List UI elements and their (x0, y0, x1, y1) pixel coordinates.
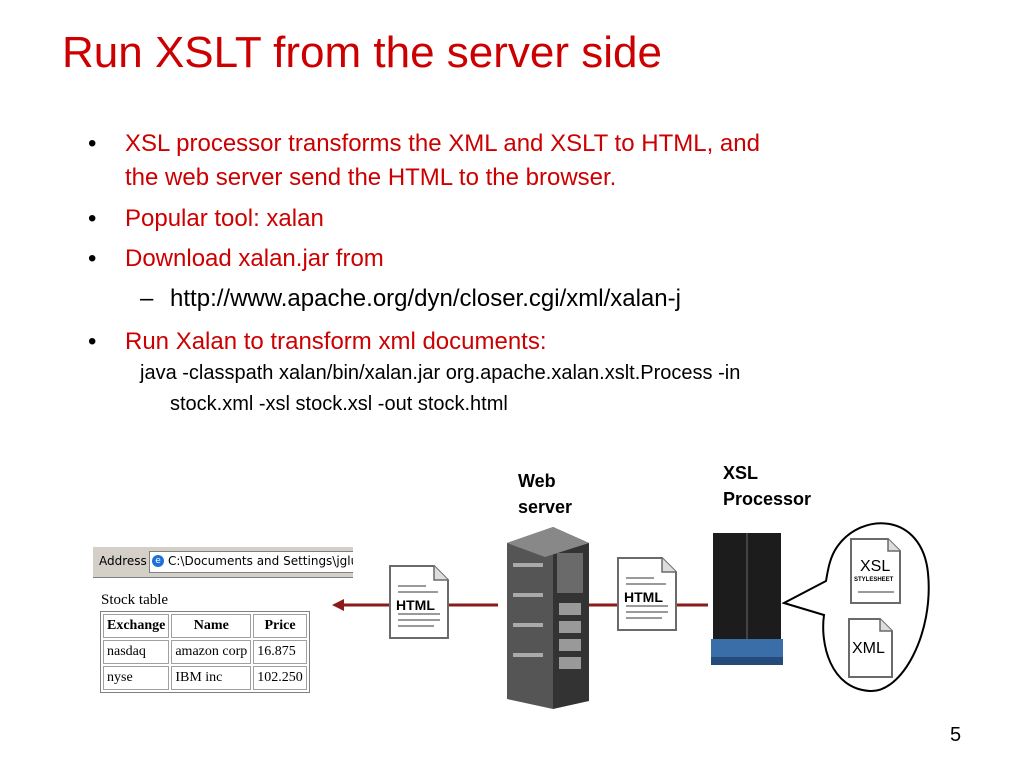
table-row: nyse IBM inc 102.250 (103, 666, 307, 690)
download-url: http://www.apache.org/dyn/closer.cgi/xml… (170, 285, 681, 312)
table-header-row: Exchange Name Price (103, 614, 307, 638)
bullet-text: the web server send the HTML to the brow… (125, 164, 617, 191)
web-server-icon (507, 527, 589, 709)
xsl-doc-sublabel: STYLESHEET (854, 577, 894, 583)
bullet-list: • XSL processor transforms the XML and X… (88, 130, 760, 415)
html-document-icon: HTML (614, 554, 680, 639)
table-caption: Stock table (101, 592, 169, 608)
table-cell: nyse (103, 666, 170, 690)
page-number: 5 (950, 724, 962, 746)
bullet-text: XSL processor transforms the XML and XSL… (125, 130, 760, 157)
web-server-label: Web server (518, 468, 572, 520)
bullet-text: Download xalan.jar from (125, 245, 384, 272)
command-line-1: java -classpath xalan/bin/xalan.jar org.… (140, 362, 741, 384)
column-header: Name (171, 614, 252, 638)
bullet-dot: • (88, 205, 97, 232)
web-server-label-line: server (518, 497, 573, 517)
xsl-processor-label: XSL Processor (723, 460, 811, 512)
web-server-label-line: Web (518, 471, 556, 491)
table-cell: IBM inc (171, 666, 252, 690)
xsl-doc-label: XSL (860, 558, 891, 575)
command-line-2: stock.xml -xsl stock.xsl -out stock.html (170, 393, 508, 415)
stock-table: Exchange Name Price nasdaq amazon corp 1… (100, 611, 310, 693)
slide-title: Run XSLT from the server side (62, 28, 662, 77)
xsl-processor-icon (711, 533, 783, 665)
html-doc-label: HTML (396, 597, 435, 613)
bullet-dot: • (88, 328, 97, 355)
table-cell: nasdaq (103, 640, 170, 664)
html-document-icon: HTML (386, 562, 452, 647)
column-header: Price (253, 614, 307, 638)
table-cell: 16.875 (253, 640, 307, 664)
table-cell: amazon corp (171, 640, 252, 664)
sub-bullet: – http://www.apache.org/dyn/closer.cgi/x… (140, 284, 681, 314)
table-cell: 102.250 (253, 666, 307, 690)
browser-address-bar: Address e C:\Documents and Settings\jglu… (93, 546, 353, 578)
xml-document-icon: XML (846, 616, 896, 685)
sub-bullet-dash: – (140, 285, 154, 312)
xsl-processor-label-line: Processor (723, 489, 812, 509)
ie-page-icon: e (152, 555, 164, 567)
bullet-text: Run Xalan to transform xml documents: (125, 328, 547, 355)
table-row: nasdaq amazon corp 16.875 (103, 640, 307, 664)
address-field[interactable]: e C:\Documents and Settings\jglu\My D (149, 551, 353, 573)
column-header: Exchange (103, 614, 170, 638)
bullet-dot: • (88, 130, 97, 157)
address-label: Address (99, 554, 147, 568)
xml-doc-label: XML (852, 640, 885, 657)
bullet-text: Popular tool: xalan (125, 205, 324, 232)
address-value: C:\Documents and Settings\jglu\My D (168, 554, 353, 568)
html-doc-label: HTML (624, 589, 663, 605)
xsl-document-icon: XSL STYLESHEET (848, 536, 904, 611)
bullet-dot: • (88, 245, 97, 272)
xsl-processor-label-line: XSL (723, 463, 759, 483)
